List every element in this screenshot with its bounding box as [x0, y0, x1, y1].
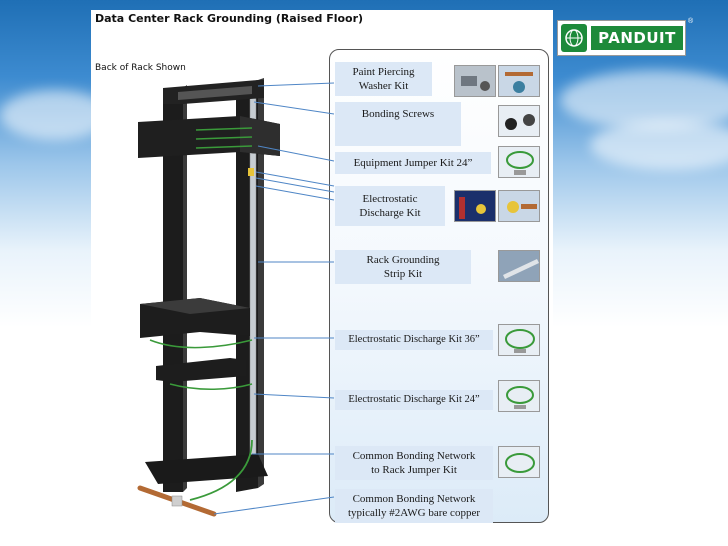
- globe-icon: [561, 24, 587, 52]
- leader-line: [257, 82, 335, 87]
- slide-title: Data Center Rack Grounding (Raised Floor…: [95, 12, 364, 25]
- esd-kit-36-photo: [498, 324, 540, 356]
- leader-line: [257, 145, 335, 162]
- leader-line: [255, 177, 335, 193]
- cbn-jumper-wire: [189, 439, 253, 501]
- leader-line: [213, 496, 335, 515]
- label-esd-kit: Electrostatic Discharge Kit: [335, 186, 445, 226]
- background-cloud: [560, 70, 728, 130]
- label-rack-grounding-strip-kit: Rack Grounding Strip Kit: [335, 250, 471, 284]
- panduit-logo: PANDUIT: [557, 20, 686, 56]
- rack-right-post-side: [258, 78, 264, 488]
- rack-shelf: [156, 358, 246, 382]
- rack-patch-panel-face: [240, 116, 280, 156]
- esd-kit-24-photo: [498, 380, 540, 412]
- bonding-screws-photo: [498, 105, 540, 137]
- washer-kit-photo-2: [498, 65, 540, 97]
- leader-line: [255, 185, 335, 201]
- esd-wire-24: [169, 383, 253, 390]
- label-bonding-screws: Bonding Screws: [335, 102, 461, 146]
- label-cbn-rack-jumper-kit: Common Bonding Network to Rack Jumper Ki…: [335, 446, 493, 480]
- cbn-copper-clamp: [171, 495, 183, 507]
- logo-wordmark: PANDUIT: [591, 26, 683, 50]
- esd-kit-photo-2: [498, 190, 540, 222]
- patch-wire: [195, 145, 253, 149]
- leader-line: [255, 171, 335, 187]
- equipment-jumper-photo: [498, 146, 540, 178]
- esd-port-marker: [248, 168, 254, 176]
- esd-kit-photo: [454, 190, 496, 222]
- label-esd-kit-36: Electrostatic Discharge Kit 36”: [335, 330, 493, 350]
- rack-equipment-box-top: [140, 298, 250, 314]
- leader-line: [253, 393, 335, 399]
- leader-line: [253, 101, 335, 115]
- registered-mark: ®: [688, 18, 694, 25]
- background-cloud: [590, 120, 728, 170]
- patch-wire: [195, 127, 253, 131]
- label-cbn-bare-copper: Common Bonding Network typically #2AWG b…: [335, 489, 493, 523]
- grounding-strip-photo: [498, 250, 540, 282]
- rack-left-post: [163, 88, 183, 492]
- leader-lines: [213, 82, 335, 515]
- rack-top-bar: [178, 86, 252, 100]
- slide-subtitle: Back of Rack Shown: [95, 63, 186, 73]
- label-esd-kit-24: Electrostatic Discharge Kit 24”: [335, 390, 493, 410]
- label-paint-piercing-washer-kit: Paint Piercing Washer Kit: [335, 62, 432, 96]
- patch-wire: [195, 136, 253, 140]
- washer-kit-photo: [454, 65, 496, 97]
- label-equipment-jumper-kit-24: Equipment Jumper Kit 24”: [335, 152, 491, 174]
- esd-wire-36: [149, 339, 253, 349]
- cbn-jumper-photo: [498, 446, 540, 478]
- rack-left-post-side: [183, 85, 187, 492]
